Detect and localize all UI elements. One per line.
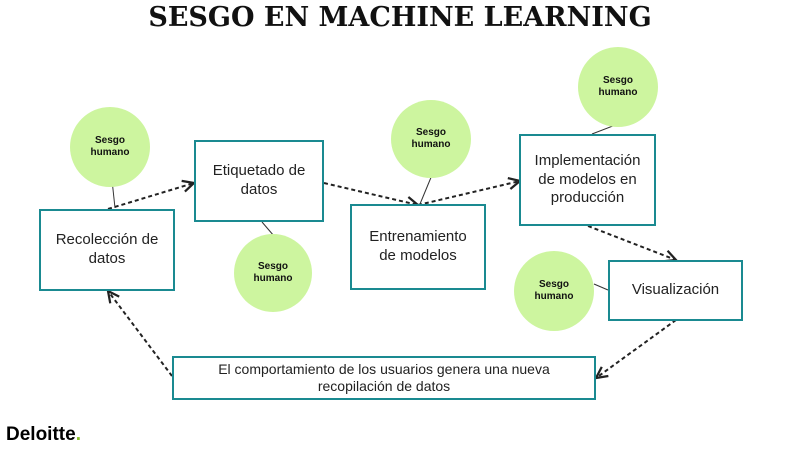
diagram-title: SESGO EN MACHINE LEARNING [148, 2, 652, 33]
step-visualization: Visualización [608, 260, 743, 321]
human-bias-bubble: Sesgo humano [70, 107, 150, 187]
human-bias-bubble: Sesgo humano [234, 234, 312, 312]
step-model-training: Entrenamiento de modelos [350, 204, 486, 290]
flow-arrow [323, 182, 418, 205]
step-label: Recolección de datos [55, 231, 159, 267]
logo-text: Deloitte [6, 424, 76, 445]
step-data-collection: Recolección de datos [39, 209, 175, 291]
human-bias-bubble: Sesgo humano [578, 47, 658, 127]
step-label: Etiquetado de datos [212, 162, 306, 198]
step-label: Implementación de modelos en producción [534, 151, 641, 207]
step-label: Visualización [631, 281, 720, 299]
bubble-leader [261, 221, 275, 237]
flow-arrow [417, 181, 520, 206]
step-label: Entrenamiento de modelos [369, 228, 467, 264]
deloitte-logo: Deloitte. [6, 424, 81, 446]
logo-dot: . [75, 424, 81, 445]
flow-arrow [108, 291, 173, 377]
human-bias-bubble: Sesgo humano [514, 251, 594, 331]
flow-arrow [587, 225, 676, 260]
step-data-labeling: Etiquetado de datos [194, 140, 324, 222]
human-bias-bubble: Sesgo humano [391, 100, 471, 178]
step-user-behavior: El comportamiento de los usuarios genera… [172, 356, 596, 400]
bubble-leader [593, 283, 609, 291]
flow-arrow [107, 183, 194, 210]
step-model-deployment: Implementación de modelos en producción [519, 134, 656, 226]
step-label: El comportamiento de los usuarios genera… [218, 361, 550, 394]
flow-arrow [596, 319, 677, 378]
bubble-leader [419, 174, 433, 205]
